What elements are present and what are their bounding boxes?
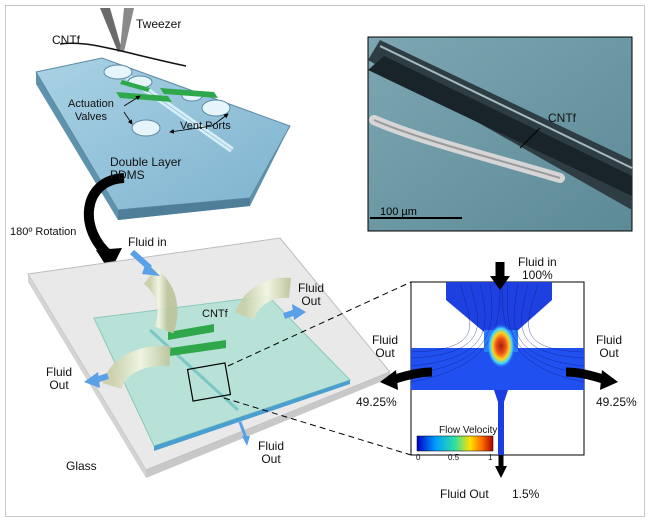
pdms-device: [35, 57, 291, 220]
fluid-out-left-label: Fluid Out: [46, 365, 73, 392]
scale-bar-label: 100 µm: [380, 206, 417, 218]
sem-cntf-label: CNTf: [548, 111, 576, 125]
glass-device: [27, 237, 391, 478]
sim-left-pct: 49.25%: [356, 395, 397, 409]
glass-label: Glass: [66, 459, 97, 473]
colorbar-tick-05: 0.5: [448, 453, 460, 462]
sim-bottom-pct: 1.5%: [512, 487, 540, 501]
rotation-label: 180º Rotation: [10, 226, 77, 238]
fluid-out-right-label: Fluid Out: [298, 281, 325, 308]
flow-simulation: [380, 262, 618, 478]
sim-fluid-in-label: Fluid in 100%: [518, 255, 557, 282]
vent-ports-label: Vent Ports: [180, 120, 231, 132]
colorbar-tick-0: 0: [416, 453, 421, 462]
tweezer-label: Tweezer: [136, 17, 182, 31]
figure-frame: [5, 5, 645, 517]
flow-velocity-title: Flow Velocity: [439, 425, 498, 436]
double-layer-label: Double Layer PDMS: [110, 155, 182, 182]
cntf-top-label: CNTf: [52, 33, 80, 47]
tweezer-icon: [100, 8, 134, 52]
cntf-mid-label: CNTf: [202, 308, 228, 320]
sim-right-pct: 49.25%: [596, 395, 637, 409]
colorbar-tick-1: 1: [488, 453, 493, 462]
sim-fluid-out-right-label: Fluid Out: [596, 333, 623, 360]
sim-bottom-label: Fluid Out: [440, 487, 489, 501]
sim-fluid-out-left-label: Fluid Out: [372, 333, 399, 360]
cntf-fiber: [59, 42, 187, 67]
rotation-arrow: [83, 173, 125, 260]
actuation-valves-label: Actuation Valves: [68, 98, 114, 123]
sem-image: [367, 36, 633, 232]
fluid-in-label: Fluid in: [128, 235, 167, 249]
fluid-out-bottom-label: Fluid Out: [258, 439, 285, 466]
